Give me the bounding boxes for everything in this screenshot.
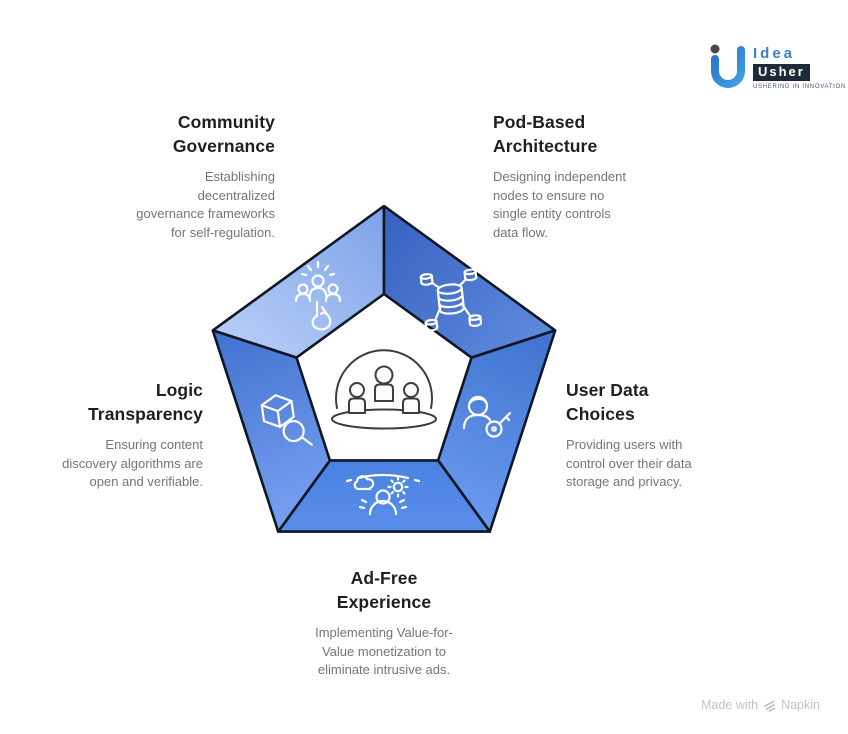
napkin-logo-icon [764,700,776,712]
user-data-choices-title: User Data Choices [566,380,649,424]
community-governance-description: Establishing decentralized governance fr… [136,169,275,240]
label-logic-transparency: Logic Transparency Ensuring content disc… [0,378,203,492]
ad-free-experience-description: Implementing Value-for- Value monetizati… [315,625,453,677]
distributed-database-icon [419,268,483,332]
pod-based-architecture-description: Designing independent nodes to ensure no… [493,169,626,240]
logo-idea-text: Idea [753,45,796,62]
label-community-governance: Community Governance Establishing decent… [35,110,275,242]
logic-transparency-description: Ensuring content discovery algorithms ar… [62,437,203,489]
segment-logic-transparency [211,329,332,533]
cube-search-icon [260,394,313,446]
community-vote-icon [294,260,342,331]
logic-transparency-title: Logic Transparency [87,380,203,424]
logo-usher-text: Usher [753,64,810,81]
label-ad-free-experience: Ad-Free Experience Implementing Value-fo… [262,566,506,680]
ad-free-sky-icon [345,473,421,516]
made-with-napkin[interactable]: Made with Napkin [701,698,820,712]
user-data-choices-description: Providing users with control over their … [566,437,692,489]
community-dome-icon [331,349,437,430]
made-with-text: Made with [701,698,759,712]
ad-free-experience-title: Ad-Free Experience [336,568,432,612]
pod-based-architecture-title: Pod-Based Architecture [493,112,598,156]
napkin-brand-text: Napkin [781,698,820,712]
idea-usher-mark-icon [710,44,745,88]
label-pod-based-architecture: Pod-Based Architecture Designing indepen… [493,110,723,242]
logo-tagline: USHERING IN INNOVATION [753,84,846,90]
user-key-icon [462,395,512,438]
idea-usher-logo: Idea Usher USHERING IN INNOVATION [706,40,845,98]
community-governance-title: Community Governance [172,112,275,156]
label-user-data-choices: User Data Choices Providing users with c… [566,378,786,492]
